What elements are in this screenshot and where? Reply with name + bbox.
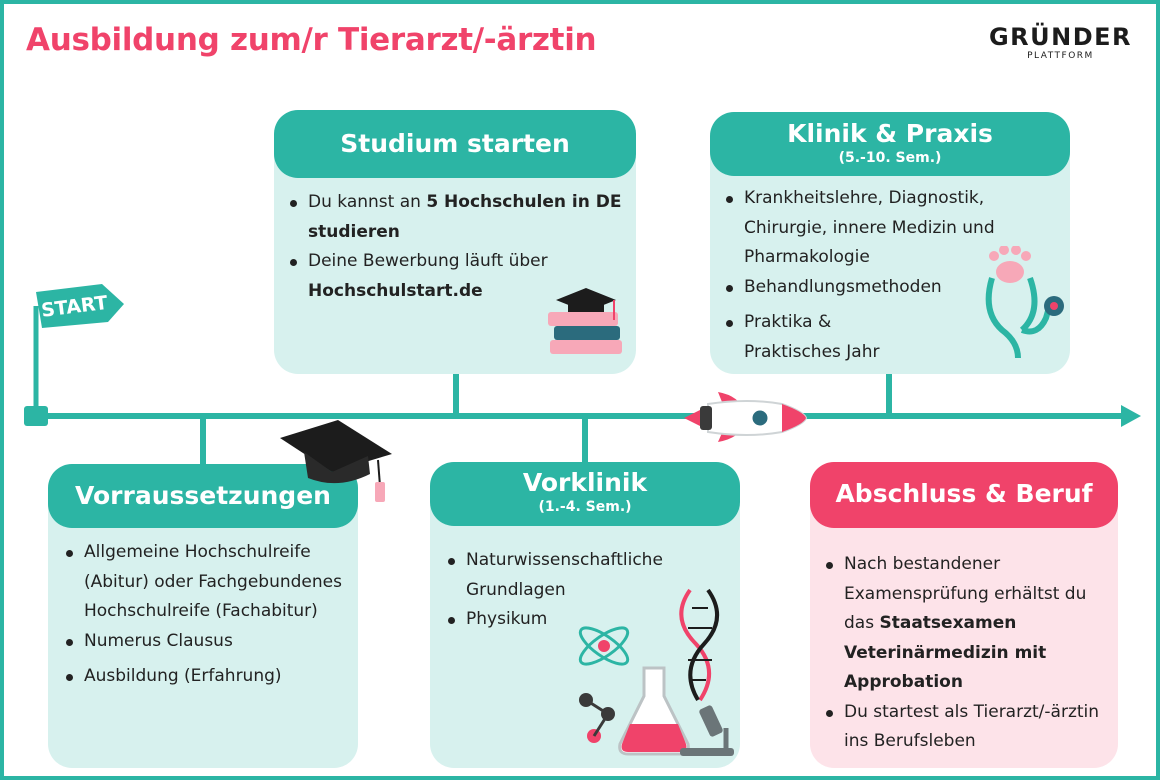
card-vorraussetzungen-list: Allgemeine Hochschulreife (Abitur) oder … [64,538,352,692]
card-abschluss-list: Nach bestandener Examensprüfung erhältst… [824,550,1110,757]
card-klinik-title: Klinik & Praxis [787,119,993,148]
science-lab-icon [578,588,734,756]
rocket-icon [684,392,808,442]
timeline [24,306,1141,466]
page-title: Ausbildung zum/r Tierarzt/-ärztin [26,22,597,58]
card-abschluss-body: Nach bestandener Examensprüfung erhältst… [810,528,1118,757]
card-klinik-list: Krankheitslehre, Diagnostik, Chirurgie, … [724,184,1062,367]
card-studium-body: Du kannst an 5 Hochschulen in DE studier… [274,178,636,306]
list-item: Nach bestandener Examensprüfung erhältst… [824,550,1110,698]
list-item: Ausbildung (Erfahrung) [64,662,352,692]
card-klinik-praxis: Klinik & Praxis (5.-10. Sem.) Krankheits… [710,112,1070,374]
card-vorraussetzungen-header: Vorraussetzungen [48,464,358,528]
list-item: Du startest als Tierarzt/-ärztin ins Ber… [824,698,1110,757]
list-item: Du kannst an 5 Hochschulen in DE studier… [288,188,628,247]
timeline-arrowhead [1121,405,1141,427]
books-with-cap-icon [548,288,622,354]
card-vorklinik-subtitle: (1.-4. Sem.) [538,499,632,515]
card-vorklinik-body: Naturwissenschaftliche Grundlagen Physik… [430,526,740,635]
card-vorraussetzungen-title: Vorraussetzungen [75,481,331,510]
list-item: Behandlungsmethoden [724,273,1062,303]
card-vorklinik-list: Naturwissenschaftliche Grundlagen Physik… [446,546,734,635]
card-klinik-header: Klinik & Praxis (5.-10. Sem.) [710,112,1070,176]
logo: GRÜNDER PLATTFORM [989,24,1132,62]
card-abschluss-title: Abschluss & Beruf [835,479,1093,508]
card-abschluss-beruf: Abschluss & Beruf Nach bestandener Exame… [810,462,1118,768]
list-item: Allgemeine Hochschulreife (Abitur) oder … [64,538,352,627]
list-item: Naturwissenschaftliche Grundlagen [446,546,706,605]
list-item: Physikum [446,605,734,635]
list-item: Deine Bewerbung läuft über Hochschulstar… [288,247,628,306]
card-studium-list: Du kannst an 5 Hochschulen in DE studier… [288,188,628,306]
list-item: Praktika & Praktisches Jahr [724,308,904,367]
logo-wordmark: GRÜNDER [988,23,1132,51]
card-studium-starten: Studium starten Du kannst an 5 Hochschul… [274,110,636,374]
card-abschluss-header: Abschluss & Beruf [810,462,1118,528]
timeline-start-marker [24,406,48,426]
flag-icon [36,284,124,328]
card-studium-title: Studium starten [340,129,570,158]
card-klinik-body: Krankheitslehre, Diagnostik, Chirurgie, … [710,176,1070,367]
paw-stethoscope-icon [985,246,1064,359]
list-item: Numerus Clausus [64,627,352,657]
card-vorraussetzungen: Vorraussetzungen Allgemeine Hochschulrei… [48,464,358,768]
list-item: Krankheitslehre, Diagnostik, Chirurgie, … [724,184,1004,273]
card-vorklinik-header: Vorklinik (1.-4. Sem.) [430,462,740,526]
graduation-cap-icon [280,420,392,502]
card-vorklinik: Vorklinik (1.-4. Sem.) Naturwissenschaft… [430,462,740,768]
card-vorraussetzungen-body: Allgemeine Hochschulreife (Abitur) oder … [48,528,358,692]
card-klinik-subtitle: (5.-10. Sem.) [838,150,942,166]
card-vorklinik-title: Vorklinik [522,468,648,497]
logo-tagline: PLATTFORM [1027,51,1094,61]
card-studium-header: Studium starten [274,110,636,178]
